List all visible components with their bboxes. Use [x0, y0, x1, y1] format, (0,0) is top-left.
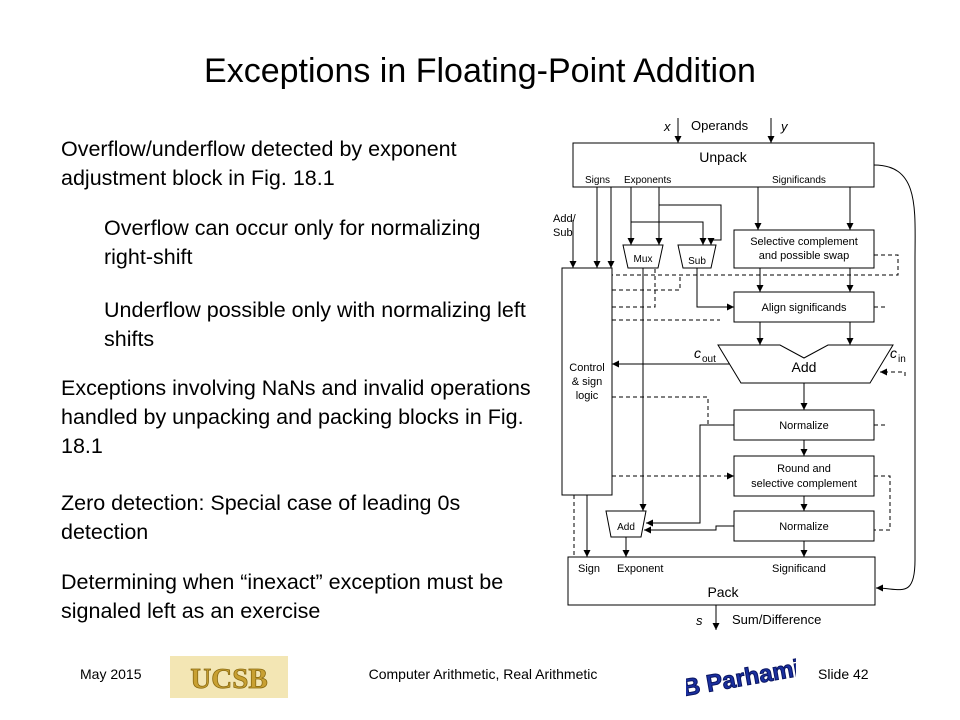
- normalize-label: Normalize: [779, 420, 829, 432]
- normalize-to-add: [646, 424, 734, 527]
- control-label-3: logic: [576, 390, 599, 402]
- control-label-2: & sign: [572, 376, 603, 388]
- mux-block: [622, 244, 664, 269]
- sub-label: Sub: [688, 256, 706, 267]
- signs-label: Signs: [585, 175, 610, 186]
- sign-label: Sign: [578, 563, 600, 575]
- operands-label: Operands: [691, 118, 749, 133]
- selective-label-2: and possible swap: [759, 250, 850, 262]
- bullet-zero-detection: Zero detection: Special case of leading …: [61, 491, 461, 544]
- selective-label-1: Selective complement: [750, 236, 858, 248]
- ctrl-normalize-dashed: [612, 396, 709, 425]
- round-label-1: Round and: [777, 463, 831, 475]
- mux-label: Mux: [634, 254, 653, 265]
- selective-complement-block: [733, 229, 875, 269]
- bullet-overflow-underflow: Overflow/underflow detected by exponent …: [61, 137, 457, 190]
- x-label: x: [663, 119, 671, 134]
- parhami-logo: B Parhami: [686, 654, 796, 702]
- bullet-nans: Exceptions involving NaNs and invalid op…: [61, 376, 531, 458]
- cin-c-label: c: [890, 345, 897, 361]
- cin-dashed: [880, 368, 906, 376]
- align-label: Align significands: [762, 302, 847, 314]
- parhami-logo-text: B Parhami: [686, 655, 796, 702]
- cout-sub-label: out: [702, 354, 716, 365]
- cout-c-label: c: [694, 345, 701, 361]
- subbullet-overflow: Overflow can occur only for normalizing …: [104, 216, 481, 269]
- normalize2-label: Normalize: [779, 521, 829, 533]
- add-label: Add: [792, 359, 817, 375]
- bullet-inexact: Determining when “inexact” exception mus…: [61, 570, 504, 623]
- significands-label: Significands: [772, 175, 826, 186]
- pack-label: Pack: [707, 584, 739, 600]
- subbullet-underflow: Underflow possible only with normalizing…: [104, 298, 526, 351]
- footer-slide-number: Slide 42: [818, 666, 869, 682]
- round-label-2: selective complement: [751, 478, 857, 490]
- sub-to-align: [696, 268, 734, 311]
- cin-sub-label: in: [898, 354, 906, 365]
- ctrl-mux-dashed: [612, 275, 681, 291]
- addsub-label-2: Sub: [553, 227, 573, 239]
- round-block: [733, 455, 875, 497]
- sum-difference-label: Sum/Difference: [732, 612, 821, 627]
- adder-block: [717, 344, 894, 384]
- normalize2-to-add: [644, 525, 734, 534]
- exponent-label: Exponent: [617, 563, 663, 575]
- add-small-block: [605, 510, 647, 538]
- exponents-label: Exponents: [624, 175, 671, 186]
- ucsb-logo: UCSB: [170, 656, 288, 698]
- bypass-curve: [873, 164, 916, 592]
- add-small-label: Add: [617, 522, 635, 533]
- ctrl-sub-dashed: [612, 268, 656, 308]
- significand-label: Significand: [772, 563, 826, 575]
- y-label: y: [780, 119, 789, 134]
- addsub-label-1: Add/: [553, 213, 577, 225]
- ucsb-logo-text: UCSB: [190, 663, 267, 695]
- control-label-1: Control: [569, 362, 604, 374]
- footer-date: May 2015: [80, 666, 142, 682]
- s-label: s: [696, 613, 703, 628]
- exp-to-sub-1: [631, 221, 707, 245]
- exp-to-sub-2: [659, 204, 722, 245]
- footer-course: Computer Arithmetic, Real Arithmetic: [368, 666, 598, 682]
- pack-block: [567, 556, 876, 606]
- slide-title: Exceptions in Floating-Point Addition: [204, 52, 756, 90]
- unpack-label: Unpack: [699, 149, 747, 165]
- round-right-dashed: [874, 475, 891, 531]
